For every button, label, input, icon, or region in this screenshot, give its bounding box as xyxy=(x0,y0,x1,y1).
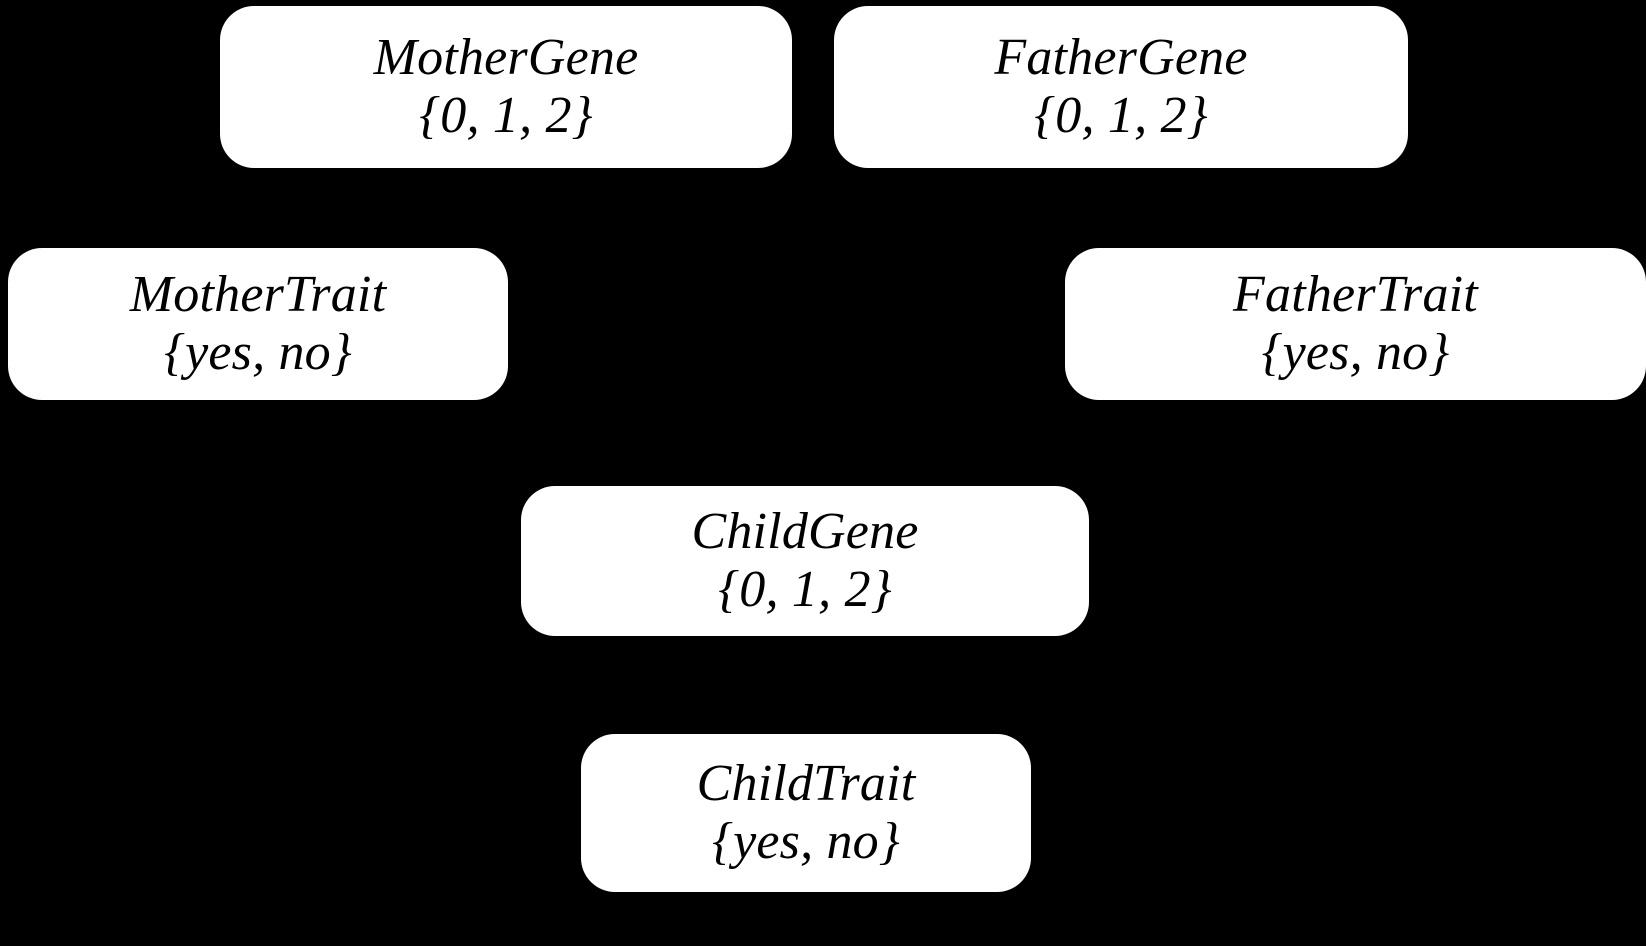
node-father-gene-title: FatherGene xyxy=(994,28,1248,86)
node-mother-trait[interactable]: MotherTrait {yes, no} xyxy=(8,248,508,400)
node-mother-gene-domain: {0, 1, 2} xyxy=(419,87,593,144)
node-father-trait[interactable]: FatherTrait {yes, no} xyxy=(1065,248,1646,400)
node-father-gene-domain: {0, 1, 2} xyxy=(1034,87,1208,144)
node-child-trait-domain: {yes, no} xyxy=(712,813,900,870)
node-father-gene[interactable]: FatherGene {0, 1, 2} xyxy=(834,6,1408,168)
node-mother-gene[interactable]: MotherGene {0, 1, 2} xyxy=(220,6,792,168)
node-mother-gene-title: MotherGene xyxy=(373,28,639,86)
node-mother-trait-domain: {yes, no} xyxy=(164,324,352,381)
node-father-trait-title: FatherTrait xyxy=(1233,265,1478,323)
node-father-trait-domain: {yes, no} xyxy=(1261,324,1450,381)
node-child-trait-title: ChildTrait xyxy=(696,754,916,812)
node-child-gene-domain: {0, 1, 2} xyxy=(718,561,892,618)
node-child-gene-title: ChildGene xyxy=(691,502,919,560)
node-child-trait[interactable]: ChildTrait {yes, no} xyxy=(581,734,1031,892)
node-child-gene[interactable]: ChildGene {0, 1, 2} xyxy=(521,486,1089,636)
node-mother-trait-title: MotherTrait xyxy=(129,265,387,323)
